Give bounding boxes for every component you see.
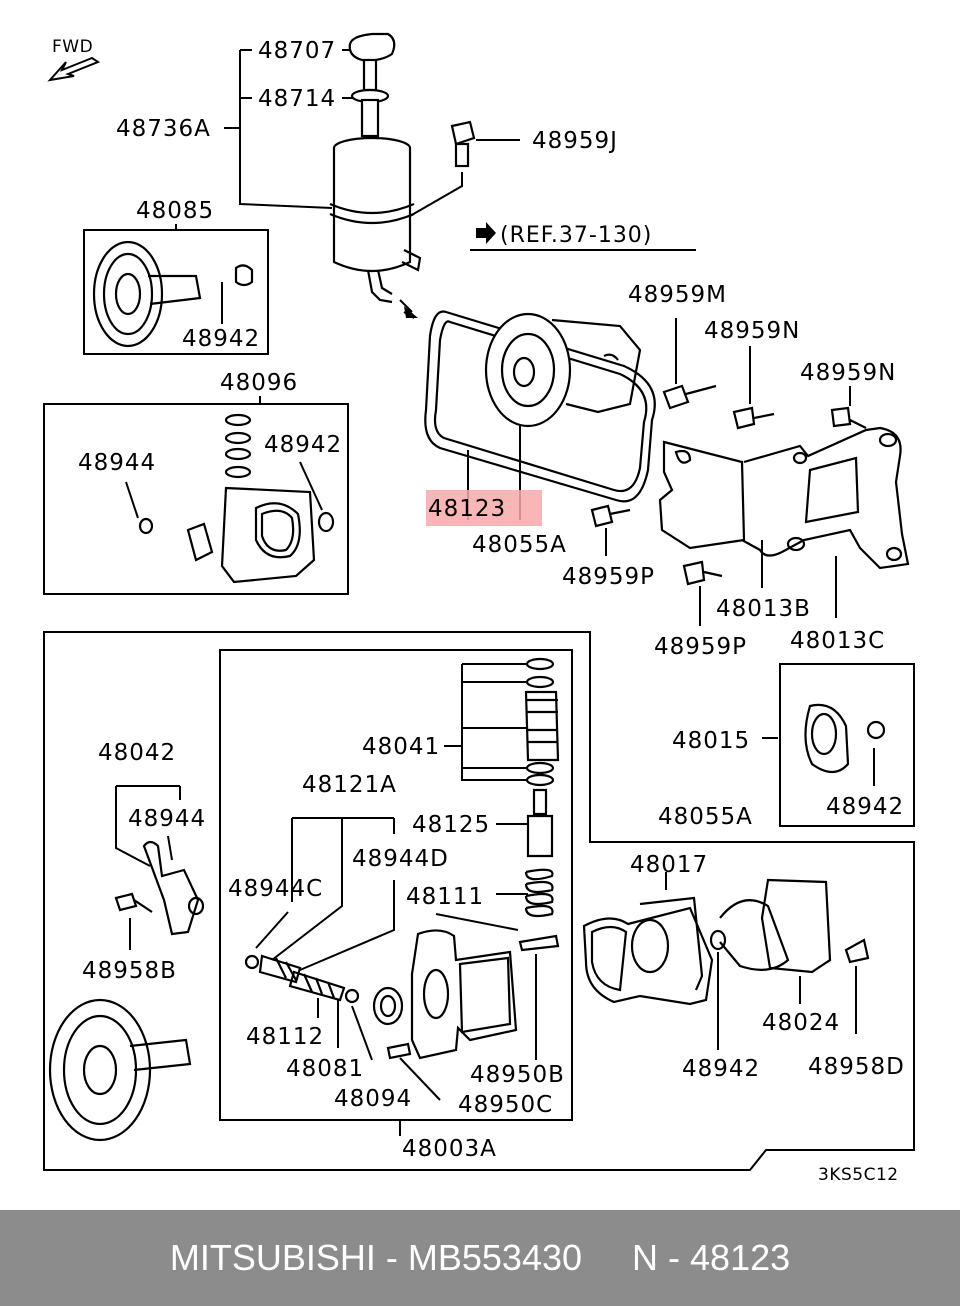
pump-body-illustration xyxy=(372,929,560,1060)
parts-diagram: FWD xyxy=(43,32,915,1185)
label-48041: 48041 xyxy=(362,734,440,760)
pulley-illustration xyxy=(92,240,254,348)
label-48015: 48015 xyxy=(672,728,750,754)
label-48094: 48094 xyxy=(334,1086,412,1112)
label-48942: 48942 xyxy=(682,1056,760,1082)
label-48707: 48707 xyxy=(258,38,336,64)
ref-arrow-icon xyxy=(476,222,496,244)
label-48024: 48024 xyxy=(762,1010,840,1036)
label-48942: 48942 xyxy=(182,326,260,352)
label-48944C: 48944C xyxy=(228,876,323,902)
brand-name: MITSUBISHI xyxy=(169,1237,376,1278)
cover-illustration xyxy=(804,703,886,774)
ref-prefix: N xyxy=(632,1237,659,1278)
group-box-pump-assembly xyxy=(43,631,915,1171)
label-48085: 48085 xyxy=(136,198,214,224)
ref-label: (REF.37-130) xyxy=(500,223,652,248)
fwd-label: FWD xyxy=(52,37,93,57)
group-box-48015 xyxy=(779,663,915,827)
belt-pump-illustration xyxy=(424,310,656,503)
bolt-illustration xyxy=(590,384,867,586)
label-48081: 48081 xyxy=(286,1056,364,1082)
label-48959J: 48959J xyxy=(532,128,618,154)
label-48958B: 48958B xyxy=(82,958,177,984)
label-48958D: 48958D xyxy=(808,1054,905,1080)
label-48959N: 48959N xyxy=(800,360,896,386)
label-48942: 48942 xyxy=(826,794,904,820)
label-48944: 48944 xyxy=(128,806,206,832)
pulley-illustration xyxy=(48,998,192,1142)
diagram-code: 3KS5C12 xyxy=(818,1165,899,1185)
label-48714: 48714 xyxy=(258,86,336,112)
separator: - xyxy=(375,1237,408,1278)
label-48055A: 48055A xyxy=(472,532,567,558)
spacer xyxy=(582,1237,632,1279)
separator: - xyxy=(658,1237,691,1278)
group-box-48003A xyxy=(219,649,573,1121)
reservoir-illustration xyxy=(329,32,422,304)
label-48950C: 48950C xyxy=(458,1092,553,1118)
label-48121A: 48121A xyxy=(302,772,397,798)
label-48111: 48111 xyxy=(406,884,484,910)
label-48942: 48942 xyxy=(264,432,342,458)
highlight-box xyxy=(426,490,542,526)
label-48096: 48096 xyxy=(220,370,298,396)
ref-number: 48123 xyxy=(690,1237,791,1278)
valve-illustration xyxy=(524,657,560,918)
label-48944D: 48944D xyxy=(352,846,449,872)
label-48959M: 48959M xyxy=(628,282,727,308)
bracket-small-illustration xyxy=(114,840,205,936)
label-48959P: 48959P xyxy=(654,634,747,660)
fwd-arrow-icon xyxy=(47,56,101,82)
label-48959N: 48959N xyxy=(704,318,800,344)
label-48003A: 48003A xyxy=(402,1136,497,1162)
bolt-illustration xyxy=(450,120,476,168)
label-48944: 48944 xyxy=(78,450,156,476)
seal-kit-illustration xyxy=(138,413,335,584)
label-48123: 48123 xyxy=(428,496,506,522)
footer-bar: MITSUBISHI - MB553430 N - 48123 xyxy=(0,1210,960,1306)
label-48013C: 48013C xyxy=(790,628,885,654)
label-48017: 48017 xyxy=(630,852,708,878)
label-48959P: 48959P xyxy=(562,564,655,590)
shaft-parts-illustration xyxy=(244,954,360,1004)
label-48042: 48042 xyxy=(98,740,176,766)
label-48112: 48112 xyxy=(246,1024,324,1050)
rear-cover-illustration xyxy=(582,878,870,1006)
bracket-illustration xyxy=(658,426,910,570)
label-48055A: 48055A xyxy=(658,804,753,830)
group-box-48096 xyxy=(43,403,349,595)
label-48736A: 48736A xyxy=(116,116,211,142)
part-number: MB553430 xyxy=(407,1237,583,1278)
label-48013B: 48013B xyxy=(716,596,811,622)
label-48950B: 48950B xyxy=(470,1062,565,1088)
label-48125: 48125 xyxy=(412,812,490,838)
